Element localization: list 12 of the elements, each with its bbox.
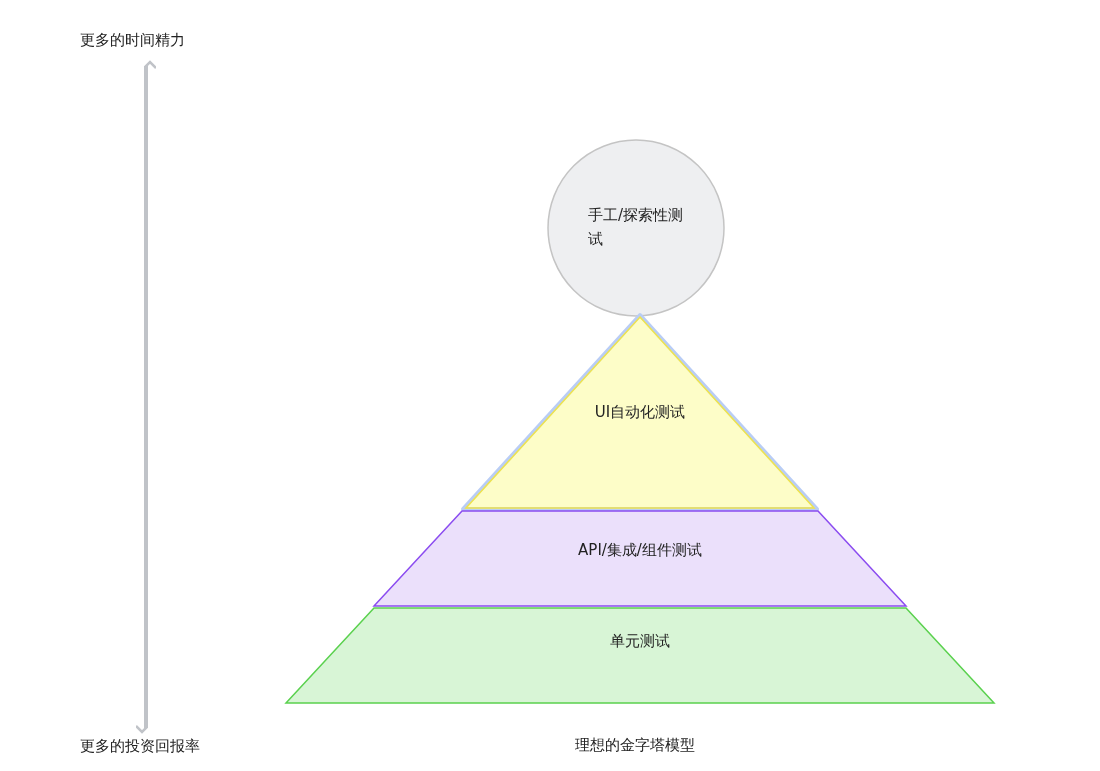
caption: 理想的金字塔模型 bbox=[574, 736, 696, 755]
circle-node bbox=[547, 139, 725, 317]
node-label: 单元测试 bbox=[610, 631, 670, 652]
node-label: 更多的投资回报率 bbox=[80, 736, 200, 757]
double-headed-arrow bbox=[134, 60, 158, 734]
trapezoid-layer bbox=[286, 607, 994, 704]
triangle-layer bbox=[462, 314, 818, 510]
node-label: 手工/探索性测试 bbox=[588, 205, 684, 250]
node-label: 更多的时间精力 bbox=[80, 30, 185, 51]
node-label: API/集成/组件测试 bbox=[578, 540, 702, 561]
trapezoid-layer bbox=[374, 510, 906, 607]
node-label: UI自动化测试 bbox=[594, 402, 686, 423]
